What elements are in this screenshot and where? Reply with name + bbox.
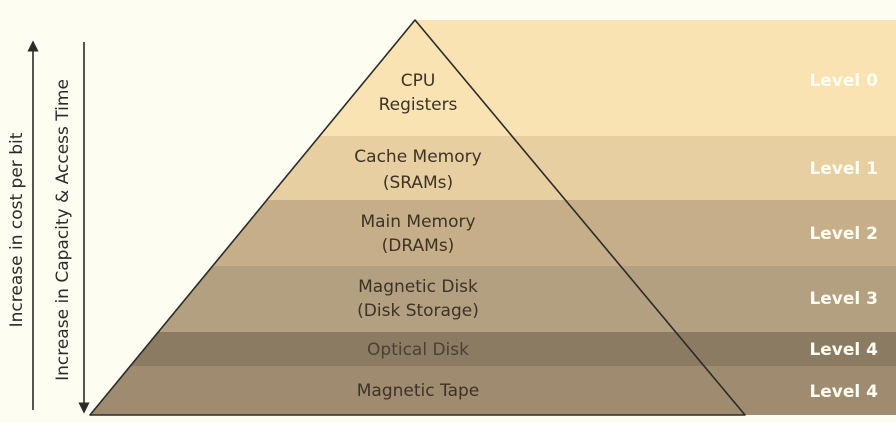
level-label-4: Level 4 [809, 340, 878, 360]
pyramid-tier-5 [90, 366, 745, 415]
tier-2-label-line1: Main Memory [360, 212, 475, 232]
tier-3-label-line2: (Disk Storage) [357, 301, 479, 321]
level-label-2: Level 2 [809, 224, 878, 244]
tier-3-label-line1: Magnetic Disk [358, 277, 478, 297]
tier-labels: CPU Registers Cache Memory (SRAMs) Main … [354, 71, 481, 401]
capacity-axis-label: Increase in Capacity & Access Time [53, 79, 73, 381]
level-label-0: Level 0 [809, 71, 878, 91]
tier-5-label: Magnetic Tape [357, 381, 480, 401]
level-label-5: Level 4 [809, 382, 878, 402]
pyramid-tier-4 [90, 332, 745, 366]
tier-1-label-line2: (SRAMs) [383, 173, 453, 193]
tier-0-label-line1: CPU [401, 71, 436, 91]
tier-0-label-line2: Registers [379, 95, 458, 115]
tier-1-label-line1: Cache Memory [354, 147, 481, 167]
tier-4-label: Optical Disk [367, 340, 469, 360]
tier-2-label-line2: (DRAMs) [382, 236, 455, 256]
level-label-1: Level 1 [809, 159, 878, 179]
pyramid-outline [89, 19, 746, 416]
level-label-3: Level 3 [809, 289, 878, 309]
cost-axis-label: Increase in cost per bit [7, 132, 27, 327]
level-labels: Level 0 Level 1 Level 2 Level 3 Level 4 … [809, 71, 878, 402]
